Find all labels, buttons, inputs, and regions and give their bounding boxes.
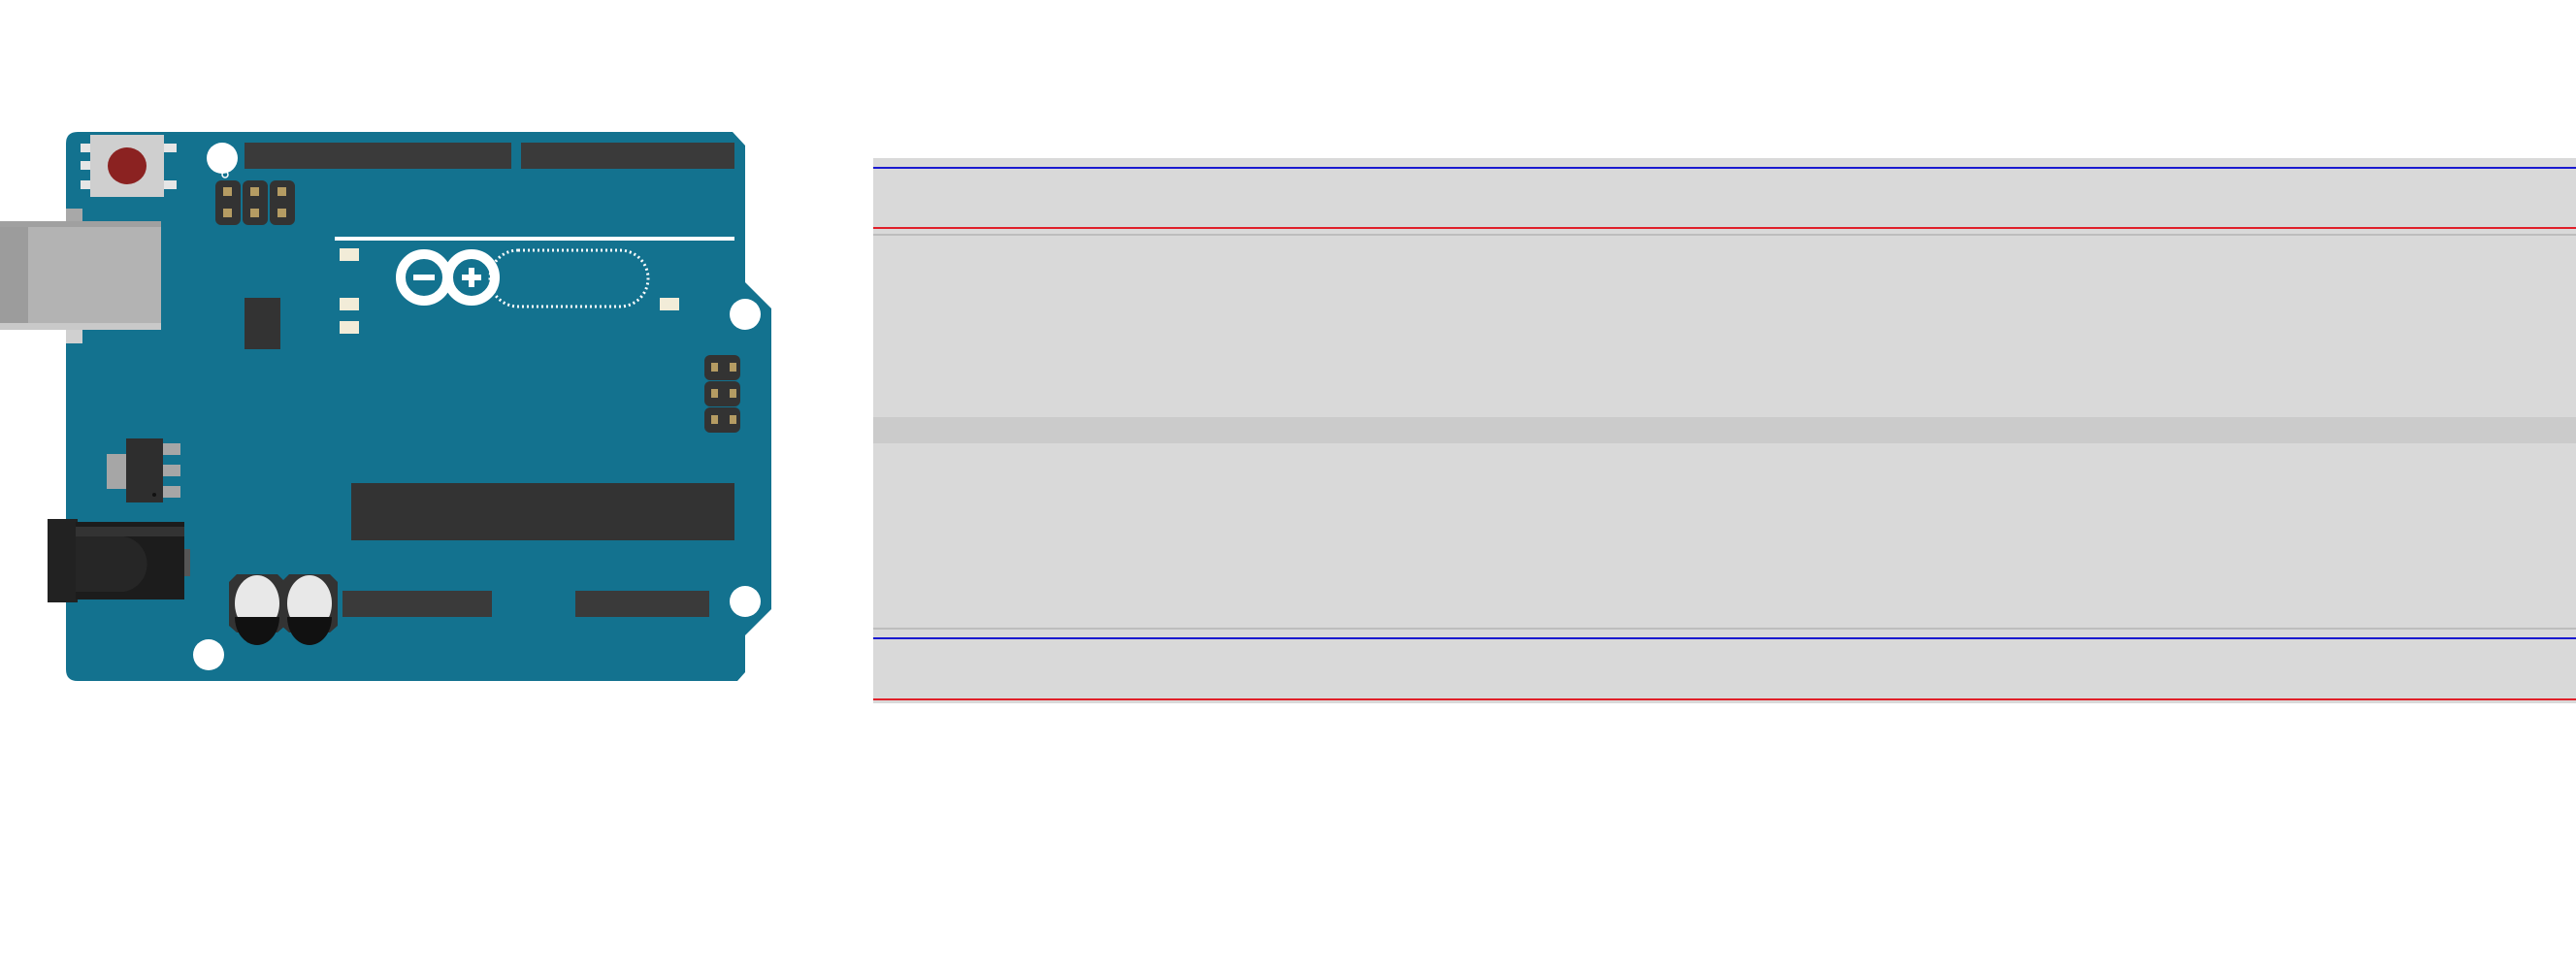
mounting-hole <box>730 299 761 330</box>
led-l <box>340 248 359 261</box>
arduino-pcb <box>66 132 771 681</box>
center-channel <box>873 417 2576 443</box>
analog-header <box>575 591 709 617</box>
icsp2-header <box>215 180 295 225</box>
mounting-hole <box>193 639 224 670</box>
usb-chip <box>245 298 280 349</box>
capacitor <box>281 574 338 645</box>
led-on <box>660 298 679 310</box>
capacitor <box>229 574 285 645</box>
arduino-logo <box>396 249 500 306</box>
atmega-chip <box>351 483 734 540</box>
dc-power-jack <box>48 519 190 602</box>
digital-header-right <box>521 143 734 169</box>
icsp-header <box>704 355 740 433</box>
led-tx <box>340 298 359 310</box>
mounting-hole <box>730 586 761 617</box>
voltage-regulator <box>107 438 180 502</box>
reset-button[interactable] <box>81 135 177 197</box>
arduino-uno[interactable] <box>0 132 771 681</box>
digital-underline <box>335 237 734 241</box>
led-rx <box>340 321 359 334</box>
pin1-marker <box>221 171 229 178</box>
uno-badge <box>488 248 650 308</box>
digital-header-left <box>245 143 511 169</box>
mounting-hole <box>207 143 238 174</box>
breadboard[interactable] <box>873 158 2576 703</box>
usb-connector <box>0 209 161 343</box>
